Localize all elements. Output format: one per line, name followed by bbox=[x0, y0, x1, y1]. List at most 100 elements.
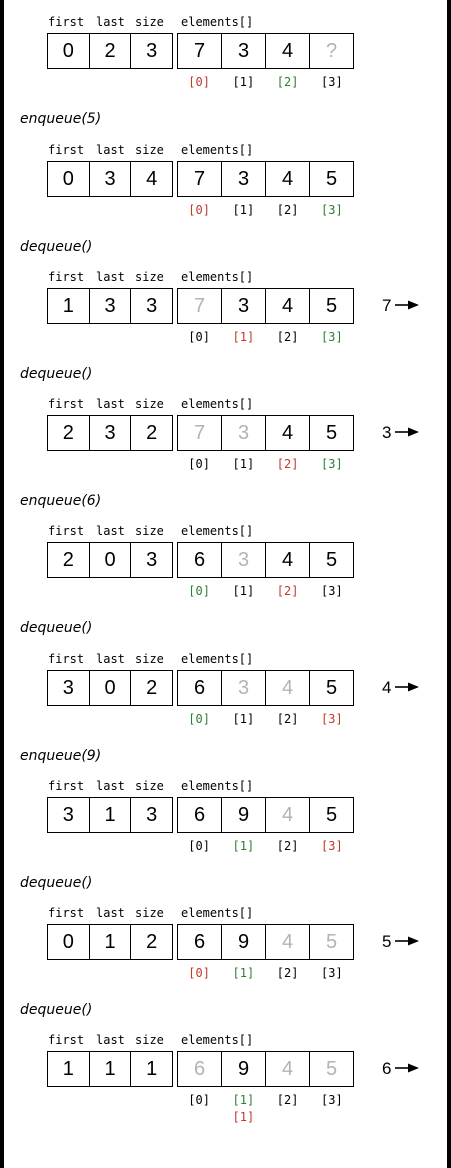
element-cell: 6 bbox=[193, 676, 206, 699]
header-elements: elements[] bbox=[181, 524, 254, 538]
element-cell: 5 bbox=[309, 543, 353, 577]
index-spacer bbox=[177, 1110, 221, 1126]
index-label: [3] bbox=[321, 75, 343, 89]
output-value: 5 bbox=[382, 932, 392, 951]
index-label: [3] bbox=[321, 203, 343, 217]
state-size-value: 2 bbox=[130, 925, 172, 959]
index-label: [1] bbox=[232, 1093, 255, 1107]
header-last: last bbox=[96, 270, 125, 284]
element-cell: 9 bbox=[221, 925, 265, 959]
header-size: size bbox=[135, 524, 164, 538]
element-cell: 6 bbox=[193, 930, 206, 953]
index-labels: [0][1][2][3] bbox=[177, 839, 354, 855]
header-last: last bbox=[96, 1033, 125, 1047]
element-cell: 4 bbox=[265, 925, 309, 959]
index-label: [0] bbox=[188, 203, 210, 217]
element-cell: 3 bbox=[221, 34, 265, 68]
state-last-value: 1 bbox=[88, 798, 131, 832]
index-label: [1] bbox=[232, 966, 255, 980]
element-cell: 3 bbox=[221, 543, 265, 577]
header-first: first bbox=[48, 906, 85, 920]
right-arrow-icon bbox=[395, 423, 420, 443]
header-first: first bbox=[48, 143, 85, 157]
header-last: last bbox=[96, 15, 125, 29]
element-cell: 4 bbox=[265, 798, 309, 832]
index-label: [3] bbox=[321, 712, 343, 726]
index-spacer bbox=[310, 1110, 354, 1126]
header-size: size bbox=[135, 906, 164, 920]
index-label: [0] bbox=[188, 330, 210, 344]
element-cell: 4 bbox=[265, 1052, 309, 1086]
index-label: [1] bbox=[232, 839, 255, 853]
operation-label: dequeue() bbox=[20, 620, 93, 636]
index-label: [2] bbox=[276, 203, 299, 217]
state-size-value: 3 bbox=[130, 543, 172, 577]
state-last-value: 1 bbox=[88, 925, 131, 959]
state-size-value: 4 bbox=[130, 162, 172, 196]
header-elements: elements[] bbox=[181, 143, 254, 157]
dequeued-output: 6 bbox=[382, 1058, 420, 1080]
header-size: size bbox=[135, 397, 164, 411]
element-cell: 3 bbox=[221, 289, 265, 323]
state-size-value: 3 bbox=[130, 289, 172, 323]
state-last-value: 2 bbox=[88, 34, 131, 68]
index-label: [2] bbox=[276, 457, 299, 471]
index-label: [0] bbox=[188, 839, 210, 853]
extra-index-row: [1] bbox=[177, 1110, 354, 1126]
index-label: [1] bbox=[232, 712, 255, 726]
element-cell: 5 bbox=[309, 798, 353, 832]
index-label: [2] bbox=[276, 712, 299, 726]
header-size: size bbox=[135, 652, 164, 666]
right-arrow-icon bbox=[395, 932, 420, 952]
index-label: [0] bbox=[188, 584, 210, 598]
state-last-value: 3 bbox=[88, 416, 131, 450]
header-first: first bbox=[48, 652, 85, 666]
header-last: last bbox=[96, 779, 125, 793]
header-last: last bbox=[96, 906, 125, 920]
index-label: [0] bbox=[188, 966, 210, 980]
element-cell: 6 bbox=[193, 803, 206, 826]
index-labels: [0][1][2][3] bbox=[177, 457, 354, 473]
right-arrow-icon bbox=[395, 678, 420, 698]
header-size: size bbox=[135, 1033, 164, 1047]
index-label: [3] bbox=[321, 966, 343, 980]
state-size-value: 2 bbox=[130, 671, 172, 705]
right-arrow-icon bbox=[395, 1059, 420, 1079]
element-cell: 6 bbox=[193, 1057, 206, 1080]
state-first-value: 3 bbox=[62, 676, 74, 699]
element-cell: 5 bbox=[309, 416, 353, 450]
header-elements: elements[] bbox=[181, 652, 254, 666]
index-label: [1] bbox=[232, 75, 255, 89]
element-cell: 7 bbox=[193, 39, 206, 62]
state-last-value: 1 bbox=[88, 1052, 131, 1086]
index-label: [2] bbox=[276, 966, 299, 980]
index-labels: [0][1][2][3] bbox=[177, 584, 354, 600]
state-size-value: 1 bbox=[130, 1052, 172, 1086]
element-cell: 4 bbox=[265, 162, 309, 196]
index-labels: [0][1][2][3] bbox=[177, 203, 354, 219]
header-first: first bbox=[48, 1033, 85, 1047]
element-cell: 4 bbox=[265, 416, 309, 450]
index-label: [0] bbox=[188, 1093, 210, 1107]
